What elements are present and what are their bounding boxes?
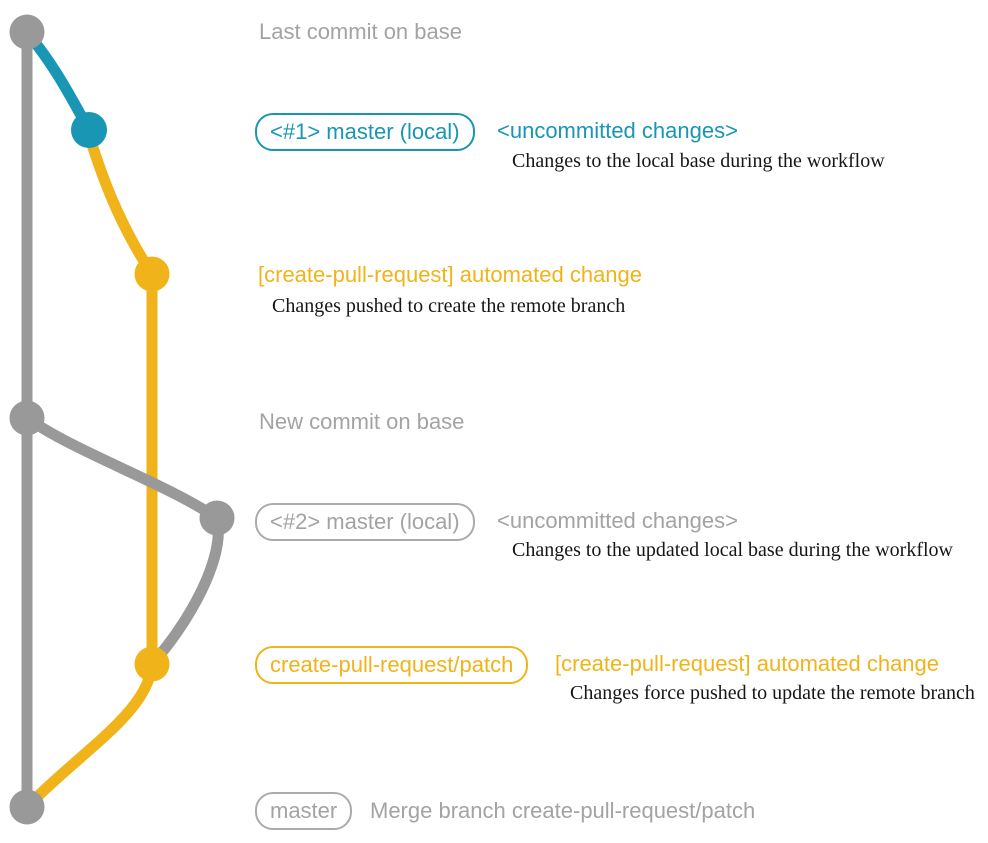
master-local-branch-curve-2 <box>21 412 223 524</box>
patch-merge-curve <box>21 658 158 813</box>
label-merge-branch: Merge branch create-pull-request/patch <box>370 798 756 823</box>
commit-dot-uncommitted-1 <box>71 112 107 148</box>
commit-dot-automated-2 <box>134 646 170 682</box>
commit-dot-automated-1 <box>134 256 170 292</box>
detail-uncommitted-changes-1: Changes to the local base during the wor… <box>512 150 885 172</box>
heading-automated-change-1: [create-pull-request] automated change <box>258 262 643 287</box>
heading-uncommitted-changes-2: <uncommitted changes> <box>497 508 738 533</box>
heading-automated-change-2: [create-pull-request] automated change <box>555 651 940 676</box>
branch-badge-master-final: master <box>255 792 353 830</box>
detail-uncommitted-changes-2: Changes to the updated local base during… <box>512 539 953 561</box>
git-graph <box>9 14 235 825</box>
master-local-rebase-curve <box>146 512 224 670</box>
branch-badge-create-pull-request-patch: create-pull-request/patch <box>255 646 529 684</box>
commit-dot-new-base <box>9 400 45 436</box>
label-last-commit-on-base: Last commit on base <box>259 19 462 44</box>
label-new-commit-on-base: New commit on base <box>259 409 465 434</box>
branch-badge-master-local-2: <#2> master (local) <box>255 503 475 541</box>
commit-dot-uncommitted-2 <box>199 500 235 536</box>
heading-uncommitted-changes-1: <uncommitted changes> <box>497 118 738 143</box>
detail-automated-change-1: Changes pushed to create the remote bran… <box>272 295 626 317</box>
detail-automated-change-2: Changes force pushed to update the remot… <box>570 682 975 704</box>
branch-badge-master-local-1: <#1> master (local) <box>255 113 475 151</box>
patch-branch-curve-top <box>84 132 158 280</box>
commit-dot-merge <box>9 789 45 825</box>
commit-dot-last-base <box>9 14 45 50</box>
